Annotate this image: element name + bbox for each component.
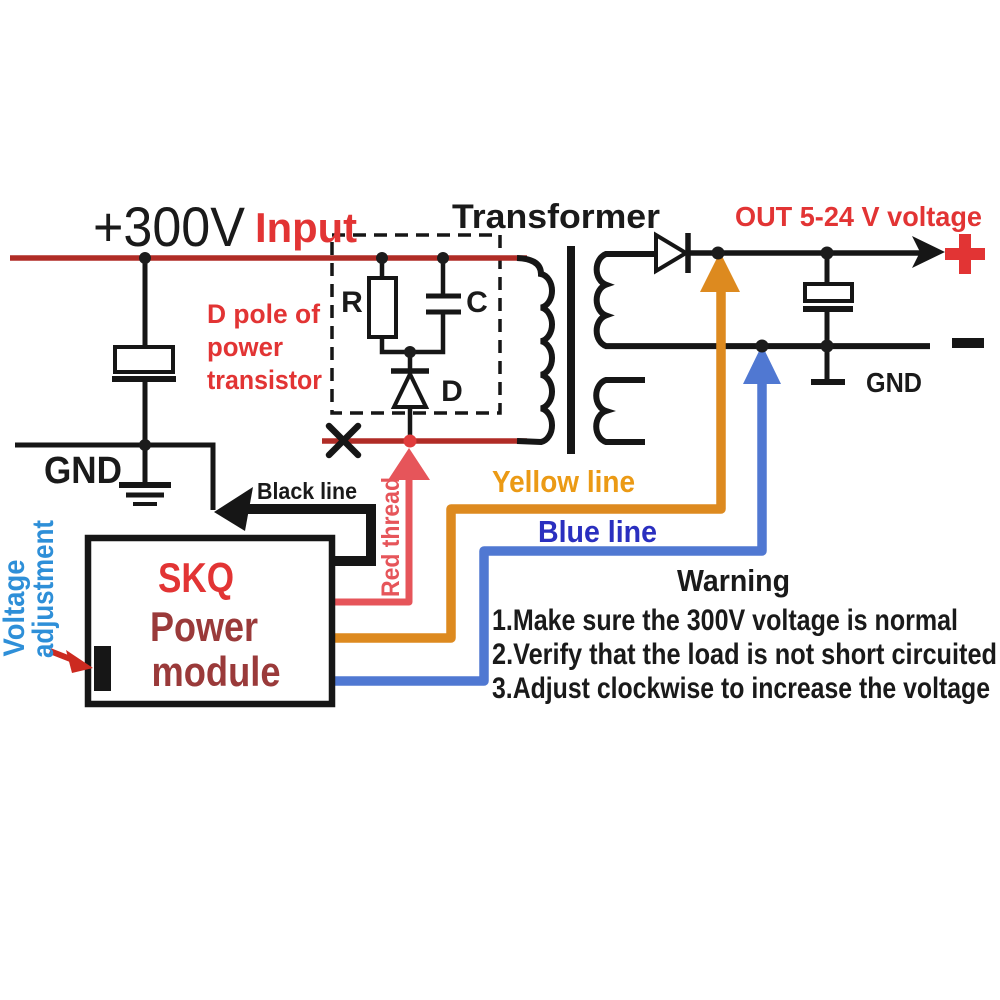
schematic-lines bbox=[10, 231, 985, 708]
output-arrow-head bbox=[912, 236, 945, 268]
output-cap-plate-top bbox=[803, 282, 854, 303]
d-pole-label-line1: D pole of bbox=[207, 299, 321, 329]
yellow-line-label: Yellow line bbox=[492, 464, 635, 499]
black-line-label: Black line bbox=[257, 478, 357, 504]
warning-title: Warning bbox=[677, 563, 790, 598]
junction-dot bbox=[820, 246, 834, 260]
junction-dot bbox=[437, 252, 449, 264]
blue-wire-arrow-head bbox=[743, 345, 781, 384]
junction-dot-red bbox=[403, 434, 417, 448]
adjustment-arrow-head bbox=[66, 650, 93, 673]
yellow-wire bbox=[332, 264, 726, 643]
input-label: Input bbox=[255, 204, 357, 251]
red-thread-wire bbox=[332, 472, 413, 606]
junction-dot bbox=[820, 339, 834, 353]
blue-line-label: Blue line bbox=[538, 514, 657, 549]
resistor-label: R bbox=[341, 286, 363, 319]
junction-dot bbox=[755, 339, 769, 353]
transformer-label: Transformer bbox=[452, 198, 660, 236]
module-label-line3: module bbox=[152, 648, 281, 695]
voltage-adjustment-label-line2: adjustment bbox=[27, 520, 60, 658]
input-cap-plate-top bbox=[113, 345, 175, 374]
transformer-secondary-lower bbox=[593, 377, 645, 445]
plus-symbol bbox=[945, 234, 985, 274]
module-label-line2: Power bbox=[150, 603, 258, 650]
snubber-dashed-box bbox=[330, 233, 502, 415]
diode-label: D bbox=[441, 375, 463, 408]
capacitor-label: C bbox=[466, 286, 488, 319]
warning-item-2: 2.Verify that the load is not short circ… bbox=[492, 638, 997, 671]
snubber-resistor bbox=[367, 276, 398, 339]
gnd-right-label: GND bbox=[866, 367, 922, 398]
yellow-wire-arrow-head bbox=[700, 252, 740, 292]
output-diode bbox=[654, 231, 690, 275]
warning-item-3: 3.Adjust clockwise to increase the volta… bbox=[492, 672, 990, 705]
junction-dot bbox=[404, 346, 416, 358]
d-pole-label-line2: power bbox=[207, 332, 283, 362]
gnd-left-wire bbox=[15, 442, 216, 510]
input-voltage-label: +300V bbox=[93, 195, 246, 258]
power-module-box bbox=[84, 534, 336, 708]
junction-dot bbox=[139, 439, 151, 451]
transformer-secondary-upper bbox=[593, 251, 930, 350]
x-mark bbox=[325, 422, 362, 459]
blue-wire bbox=[332, 356, 767, 686]
junction-dot bbox=[711, 246, 725, 260]
d-pole-label-line3: transistor bbox=[207, 365, 322, 395]
red-thread-label: Red thread bbox=[377, 477, 405, 597]
black-wire-arrow-head bbox=[214, 487, 253, 531]
junction-dot bbox=[376, 252, 388, 264]
gnd-left-label: GND bbox=[44, 450, 122, 492]
voltage-adjustment-label-line1: Voltage bbox=[0, 560, 31, 657]
out-voltage-label: OUT 5-24 V voltage bbox=[735, 201, 982, 232]
junction-dot bbox=[139, 252, 151, 264]
module-label-line1: SKQ bbox=[158, 554, 234, 601]
potentiometer[interactable] bbox=[94, 646, 111, 691]
schematic-labels: +300V Input Transformer OUT 5-24 V volta… bbox=[0, 195, 997, 705]
black-wire bbox=[246, 504, 376, 566]
snubber-diode bbox=[390, 369, 430, 409]
warning-item-1: 1.Make sure the 300V voltage is normal bbox=[492, 604, 958, 637]
red-thread-arrow-head bbox=[388, 448, 430, 480]
transformer-primary-winding bbox=[516, 255, 555, 446]
